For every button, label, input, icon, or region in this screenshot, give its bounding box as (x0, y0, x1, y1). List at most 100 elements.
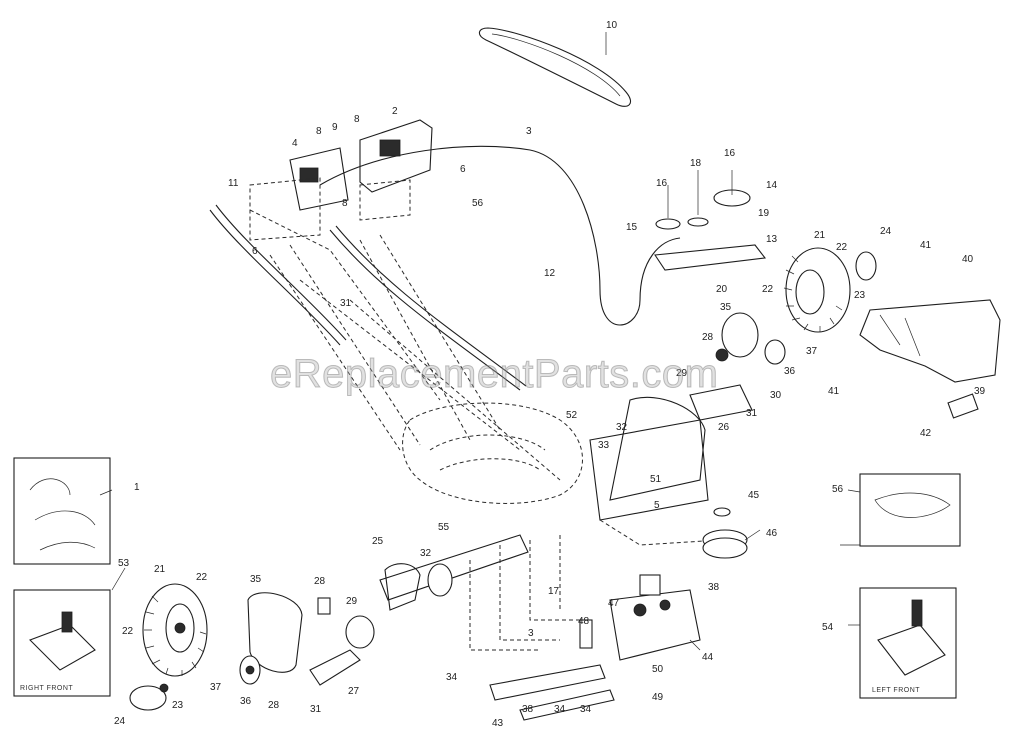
drive-linkage (309, 597, 375, 686)
part-label: 37 (210, 682, 222, 693)
drive-pulley (702, 507, 748, 559)
part-label: 36 (240, 696, 252, 707)
part-label: 34 (554, 704, 566, 715)
part-label: 53 (118, 558, 130, 569)
part-label: 20 (716, 284, 728, 295)
gearbox (579, 574, 701, 661)
part-label: 28 (702, 332, 714, 343)
part-label: 56 (472, 198, 484, 209)
part-label: 41 (920, 240, 932, 251)
part-label: 32 (616, 422, 628, 433)
part-label: 21 (154, 564, 166, 575)
part-label: 16 (724, 148, 736, 159)
inset-control-bail (13, 457, 111, 565)
inset-cable-detail (859, 473, 961, 547)
grass-catcher (859, 299, 1001, 419)
part-label: 8 (354, 114, 360, 125)
part-label: 8 (316, 126, 322, 137)
part-label: 42 (920, 428, 932, 439)
part-label: 6 (252, 246, 258, 257)
part-label: 36 (784, 366, 796, 377)
wheel-upper-right (783, 247, 877, 333)
part-label: 9 (332, 122, 338, 133)
part-label: 16 (656, 178, 668, 189)
part-label: 55 (438, 522, 450, 533)
part-label: 3 (526, 126, 532, 137)
part-label: 35 (720, 302, 732, 313)
part-label: 46 (766, 528, 778, 539)
inset-left-front (859, 587, 957, 699)
part-label: 8 (342, 198, 348, 209)
part-label: 38 (522, 704, 534, 715)
part-label: 31 (340, 298, 352, 309)
part-label: 3 (528, 628, 534, 639)
part-label: 11 (228, 178, 239, 189)
control-cable (209, 145, 681, 391)
part-label: 2 (392, 106, 398, 117)
inset-caption-right-front: RIGHT FRONT (20, 685, 73, 692)
part-label: 6 (460, 164, 466, 175)
part-label: 15 (626, 222, 638, 233)
part-label: 12 (544, 268, 556, 279)
transmission-housing (589, 312, 786, 546)
part-label: 22 (196, 572, 208, 583)
wheel-cover (239, 592, 303, 685)
part-label: 29 (676, 368, 688, 379)
part-label: 26 (718, 422, 730, 433)
part-label: 22 (836, 242, 848, 253)
part-label: 38 (708, 582, 720, 593)
wheel-lower-left (142, 583, 208, 677)
part-label: 34 (580, 704, 592, 715)
part-label: 56 (832, 484, 844, 495)
part-label: 41 (828, 386, 840, 397)
inset-caption-left-front: LEFT FRONT (872, 687, 920, 694)
part-label: 39 (974, 386, 986, 397)
part-label: 48 (578, 616, 590, 627)
control-bracket (249, 119, 433, 241)
part-label: 34 (446, 672, 458, 683)
mounting-plate (654, 170, 767, 271)
part-label: 44 (702, 652, 714, 663)
part-label: 24 (114, 716, 126, 727)
rear-axle (379, 534, 615, 721)
part-label: 22 (762, 284, 774, 295)
part-label: 31 (310, 704, 322, 715)
part-label: 52 (566, 410, 578, 421)
part-label: 5 (654, 500, 660, 511)
part-label: 1 (134, 482, 140, 493)
part-label: 29 (346, 596, 358, 607)
drive-belt (478, 27, 631, 107)
part-label: 17 (548, 586, 560, 597)
part-label: 37 (806, 346, 818, 357)
part-label: 22 (122, 626, 134, 637)
part-label: 19 (758, 208, 770, 219)
part-label: 27 (348, 686, 360, 697)
inset-right-front (13, 589, 111, 697)
part-label: 28 (268, 700, 280, 711)
part-label: 54 (822, 622, 834, 633)
part-label: 40 (962, 254, 974, 265)
part-label: 30 (770, 390, 782, 401)
part-label: 47 (608, 598, 620, 609)
part-label: 23 (854, 290, 866, 301)
part-label: 50 (652, 664, 664, 675)
part-label: 23 (172, 700, 184, 711)
part-label: 33 (598, 440, 610, 451)
part-label: 25 (372, 536, 384, 547)
part-label: 49 (652, 692, 664, 703)
leader-lines (99, 32, 861, 651)
handle-assembly (249, 209, 583, 504)
part-label: 32 (420, 548, 432, 559)
part-label: 31 (746, 408, 758, 419)
part-label: 13 (766, 234, 778, 245)
part-label: 21 (814, 230, 826, 241)
part-label: 24 (880, 226, 892, 237)
part-label: 51 (650, 474, 662, 485)
part-label: 28 (314, 576, 326, 587)
part-label: 14 (766, 180, 778, 191)
part-number-labels: 10 2 3 4 8 9 8 6 8 11 56 6 12 31 16 18 1… (114, 20, 986, 729)
part-label: 18 (690, 158, 702, 169)
part-label: 35 (250, 574, 262, 585)
